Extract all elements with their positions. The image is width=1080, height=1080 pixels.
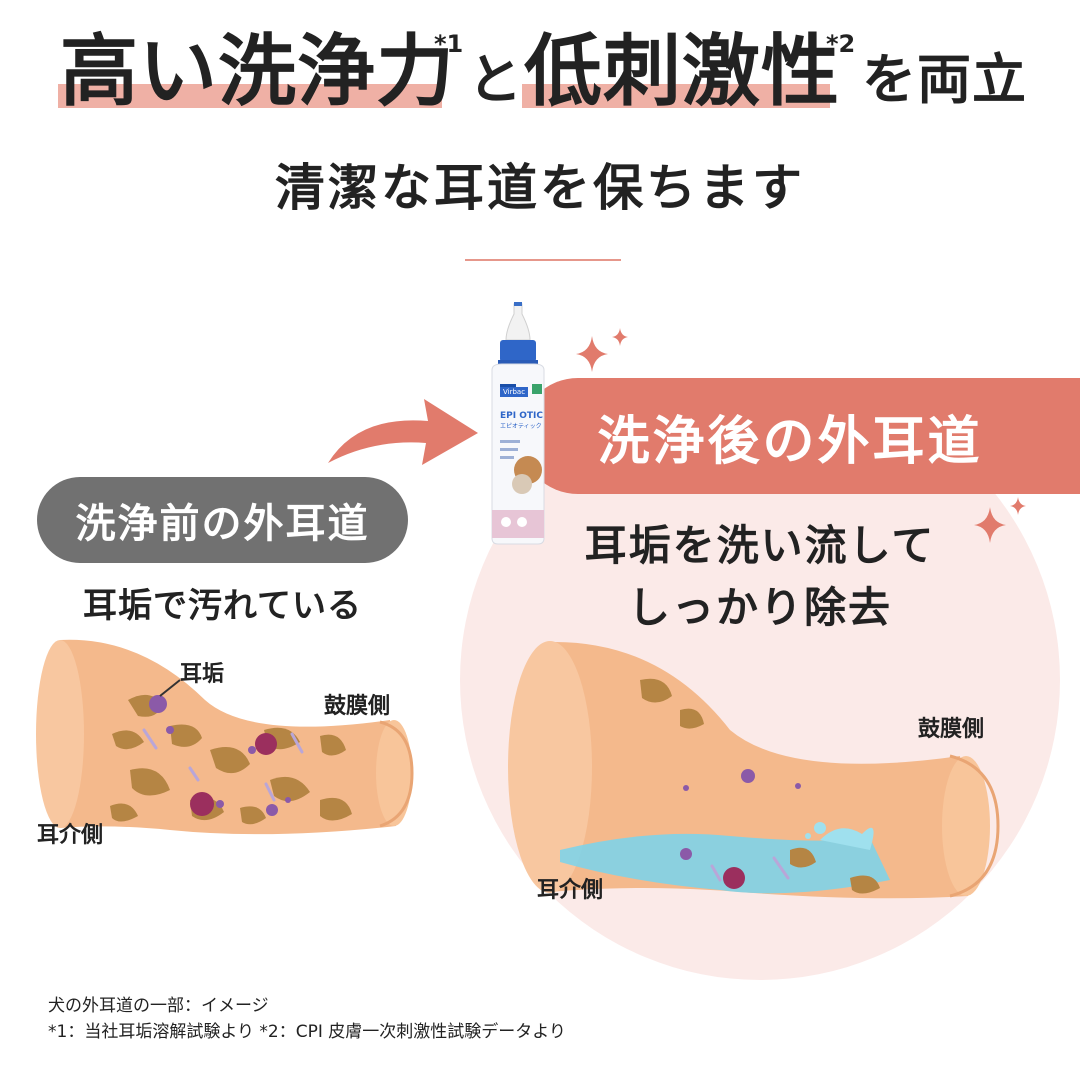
after-pill — [520, 378, 1080, 494]
before-label-auricle-side: 耳介側 — [37, 823, 104, 848]
headline-part2: 低刺激性 — [524, 27, 841, 117]
before-label-eardrum-side: 鼓膜側 — [324, 694, 391, 719]
footnote-line1: 犬の外耳道の一部：イメージ — [48, 996, 269, 1016]
earwax-pointer-line — [159, 679, 181, 697]
sparkle-icon — [576, 328, 628, 372]
after-ear-canal-illustration — [508, 641, 1000, 899]
before-caption: 耳垢で汚れている — [83, 586, 362, 626]
after-label-auricle-side: 耳介側 — [537, 878, 604, 903]
product-maker: Virbac — [500, 387, 529, 397]
headline-sup2: *2 — [826, 30, 856, 58]
headline-sup1: *1 — [434, 30, 464, 58]
headline-part1: 高い洗浄力 — [60, 27, 456, 117]
divider — [465, 259, 621, 261]
after-label-eardrum-side: 鼓膜側 — [918, 717, 985, 742]
product-bottle: EPI OTIC エピオティック — [491, 302, 545, 545]
before-ear-canal-illustration — [36, 639, 414, 835]
headline-underline-1 — [58, 84, 442, 108]
after-caption-line1: 耳垢を洗い流して — [584, 521, 936, 570]
after-caption-line2: しっかり除去 — [627, 583, 892, 632]
after-caption: 耳垢を洗い流して しっかり除去 — [520, 515, 1000, 639]
footnotes: 犬の外耳道の一部：イメージ *1：当社耳垢溶解試験より *2：CPI 皮膚一次刺… — [48, 993, 566, 1045]
headline-connector: と — [468, 48, 523, 111]
footnote-line2: *1：当社耳垢溶解試験より *2：CPI 皮膚一次刺激性試験データより — [48, 1022, 566, 1042]
product-brand: EPI OTIC — [500, 411, 543, 421]
headline-underline-2 — [522, 84, 830, 108]
headline-ending: を両立 — [862, 48, 1027, 111]
after-pill-label: 洗浄後の外耳道 — [597, 411, 983, 472]
arrow-icon — [328, 399, 478, 465]
headline: 高い洗浄力 *1 と 低刺激性 *2 を両立 — [0, 22, 1080, 132]
sparkle-icon-2 — [974, 497, 1026, 543]
before-pill: 洗浄前の外耳道 — [37, 477, 408, 563]
before-label-earwax: 耳垢 — [180, 662, 225, 687]
product-name: エピオティック — [500, 423, 542, 430]
subheadline: 清潔な耳道を保ちます — [275, 159, 805, 217]
